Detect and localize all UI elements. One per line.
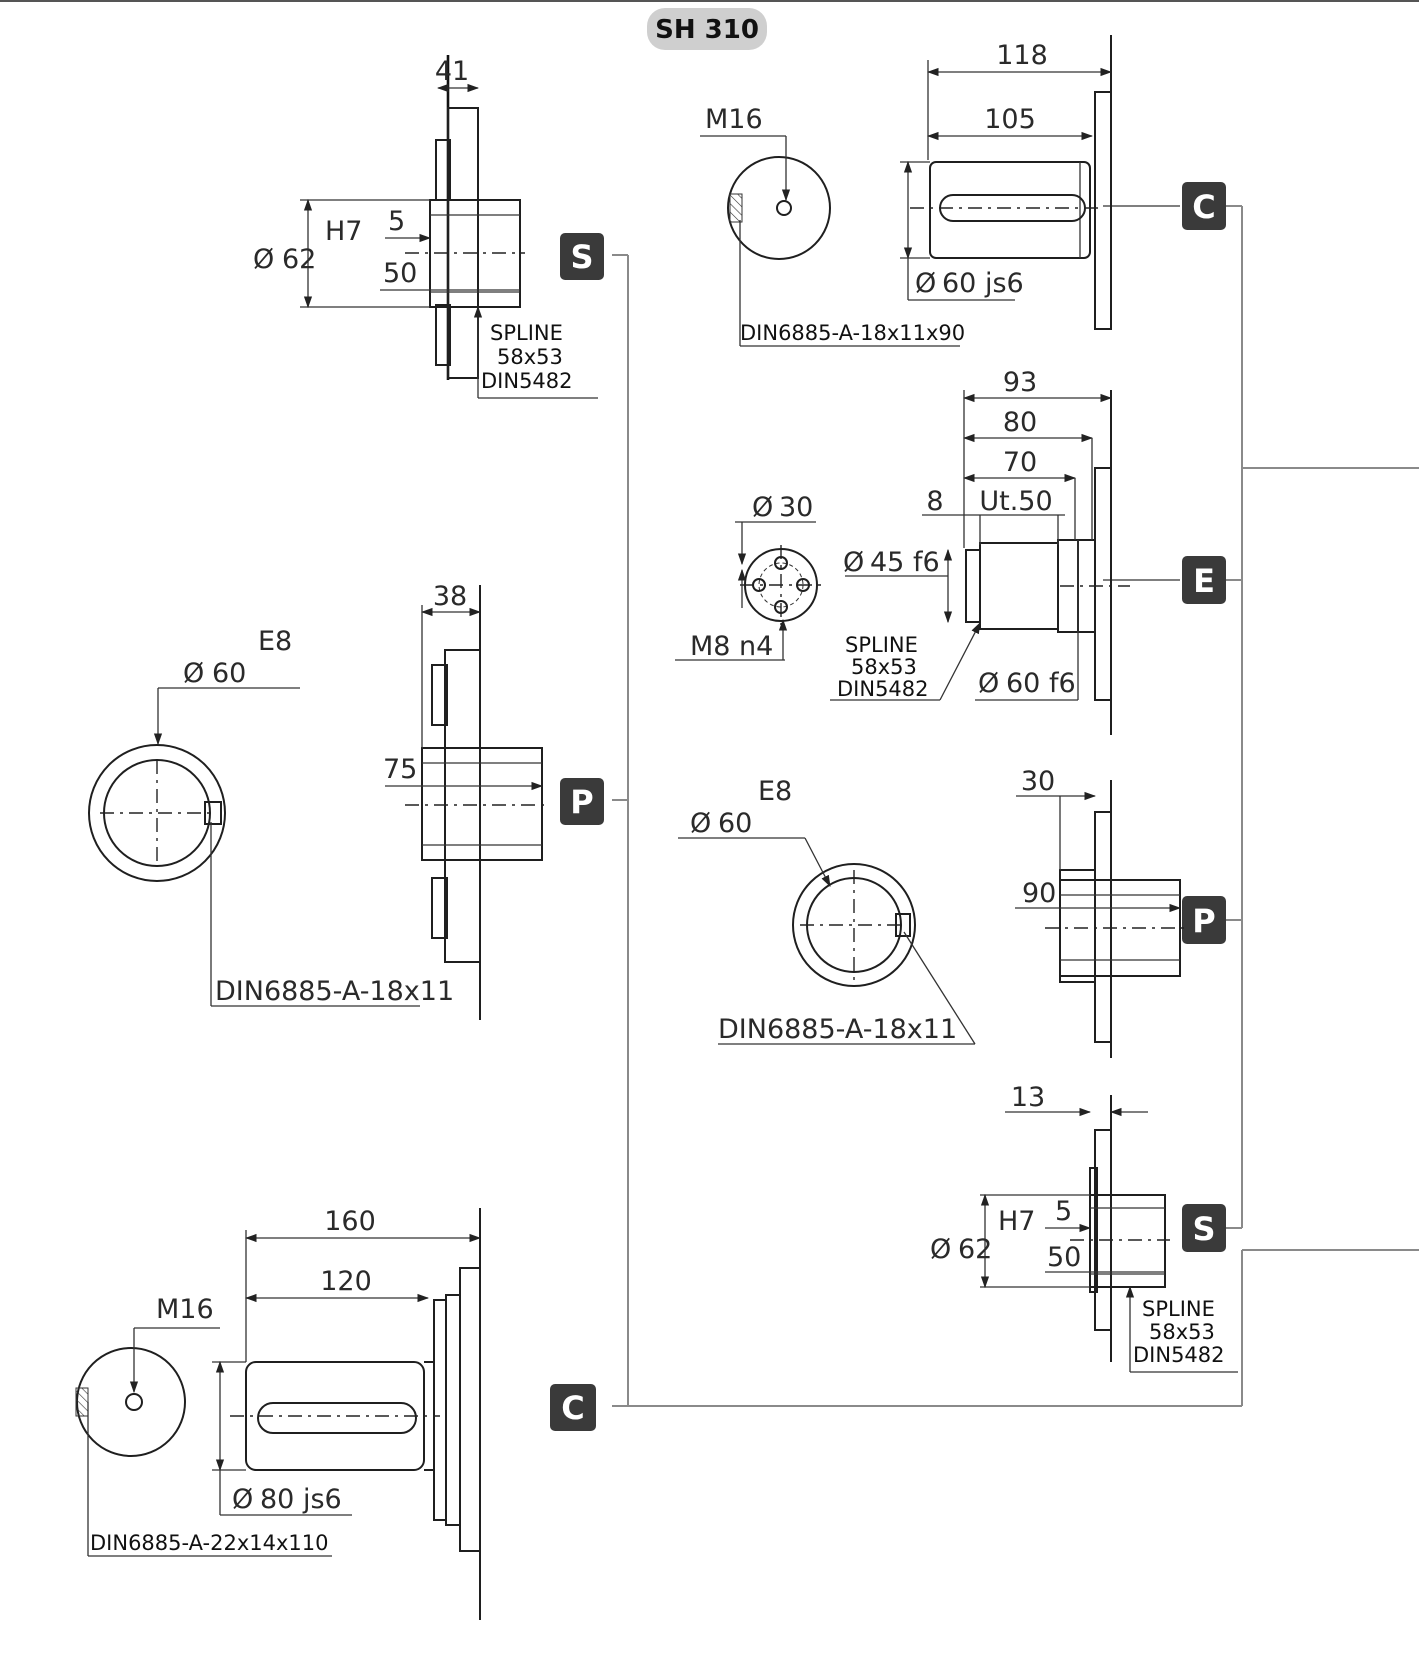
badge-p-label: P <box>1192 902 1215 940</box>
spline-standard: DIN5482 <box>1133 1343 1225 1367</box>
spline-standard: DIN5482 <box>481 369 573 393</box>
spline-size: 58x53 <box>497 345 563 369</box>
dim-pcd-30: 30 <box>779 492 813 523</box>
badge-e: E <box>1182 556 1226 604</box>
dim-depth-5: 5 <box>388 206 405 237</box>
dim-dia-symbol: Ø <box>843 547 864 578</box>
dim-length-50: 50 <box>383 258 417 289</box>
dim-fit-h7: H7 <box>325 216 362 247</box>
dim-dia-80js6: 80 js6 <box>260 1484 342 1515</box>
dim-depth-5: 5 <box>1055 1196 1072 1227</box>
badge-p-left: P <box>560 778 604 825</box>
dim-depth-90: 90 <box>1022 878 1056 909</box>
badge-s-top: S <box>560 233 604 280</box>
dim-tolerance-e8: E8 <box>758 776 792 807</box>
key-spec: DIN6885-A-18x11 <box>718 1014 957 1045</box>
badge-s-label: S <box>570 238 593 276</box>
spline-size: 58x53 <box>1149 1320 1215 1344</box>
dim-70: 70 <box>1003 447 1037 478</box>
spline-label: SPLINE <box>490 321 563 345</box>
spline-label: SPLINE <box>845 633 918 657</box>
dim-fit-h7: H7 <box>998 1206 1035 1237</box>
dim-dia-symbol: Ø <box>930 1234 951 1265</box>
spline-size: 58x53 <box>851 655 917 679</box>
bolts-m8-n4: M8 n4 <box>690 631 773 662</box>
view-top-left-spline-bore: 41 Ø 62 H7 5 50 SPLINE 58x53 DIN5482 <box>253 55 598 399</box>
dim-80: 80 <box>1003 407 1037 438</box>
dim-dia-60f6: 60 f6 <box>1006 668 1076 699</box>
view-mid-right-keyed-bore: Ø 60 E8 DIN6885-A-18x11 30 90 <box>678 766 1185 1058</box>
dim-overall-160: 160 <box>324 1206 376 1237</box>
view-bottom-left-keyed-shaft: M16 DIN6885-A-22x14x110 160 120 Ø 80 js6 <box>75 1206 482 1620</box>
key-spec: DIN6885-A-18x11 <box>215 976 454 1007</box>
dim-width-13: 13 <box>1011 1082 1045 1113</box>
badge-e-label: E <box>1193 562 1215 600</box>
badge-c-bottom: C <box>550 1384 596 1431</box>
dim-dia-symbol: Ø <box>253 244 274 275</box>
dim-dia-60js6: 60 js6 <box>942 268 1024 299</box>
dim-width-41: 41 <box>435 56 469 87</box>
badge-s-bottom: S <box>1182 1204 1226 1252</box>
badge-c-label: C <box>561 1389 584 1427</box>
dim-dia-60: 60 <box>718 808 752 839</box>
dim-dia-symbol: Ø <box>752 492 773 523</box>
dim-width-30: 30 <box>1021 766 1055 797</box>
connection-lines <box>612 205 1419 1407</box>
dim-dia-symbol: Ø <box>183 658 204 689</box>
spline-label: SPLINE <box>1142 1297 1215 1321</box>
badge-c-label: C <box>1192 188 1215 226</box>
page-title: SH 310 <box>655 15 759 45</box>
badge-p-label: P <box>570 783 593 821</box>
dim-overall-118: 118 <box>996 40 1048 71</box>
dim-width-38: 38 <box>433 581 467 612</box>
thread-m16: M16 <box>156 1294 214 1325</box>
thread-m16: M16 <box>705 104 763 135</box>
dim-length-120: 120 <box>320 1266 372 1297</box>
badge-p-right: P <box>1182 896 1226 944</box>
dim-overall-93: 93 <box>1003 367 1037 398</box>
badge-s-label: S <box>1192 1210 1215 1248</box>
dim-length-105: 105 <box>984 104 1036 135</box>
dim-usable-ut50: Ut.50 <box>979 486 1052 517</box>
dim-dia-62: 62 <box>282 244 316 275</box>
dim-dia-60: 60 <box>212 658 246 689</box>
view-top-right-keyed-shaft: M16 DIN6885-A-18x11x90 118 105 Ø 60 js6 <box>700 35 1113 347</box>
dim-length-50: 50 <box>1047 1242 1081 1273</box>
dim-dia-symbol: Ø <box>232 1484 253 1515</box>
dim-depth-75: 75 <box>383 754 417 785</box>
dim-dia-symbol: Ø <box>978 668 999 699</box>
key-spec: DIN6885-A-18x11x90 <box>740 321 965 345</box>
spline-standard: DIN5482 <box>837 677 929 701</box>
view-mid-left-keyed-bore: Ø 60 E8 DIN6885-A-18x11 38 75 <box>88 581 550 1020</box>
key-spec: DIN6885-A-22x14x110 <box>90 1531 329 1555</box>
view-mid-right-spline-shaft: Ø 30 M8 n4 93 80 70 8 Ut.50 Ø 45 f6 SPLI… <box>675 367 1130 735</box>
dim-dia-symbol: Ø <box>690 808 711 839</box>
title-pill: SH 310 <box>647 8 767 50</box>
dim-dia-62: 62 <box>958 1234 992 1265</box>
dim-dia-symbol: Ø <box>915 268 936 299</box>
view-low-right-spline-bore: 13 Ø 62 H7 5 50 SPLINE 58x53 DIN5482 <box>930 1082 1238 1373</box>
badge-c-top: C <box>1182 182 1226 230</box>
dim-offset-8: 8 <box>926 486 943 517</box>
dim-tolerance-e8: E8 <box>258 626 292 657</box>
dim-dia-45f6: 45 f6 <box>870 547 940 578</box>
